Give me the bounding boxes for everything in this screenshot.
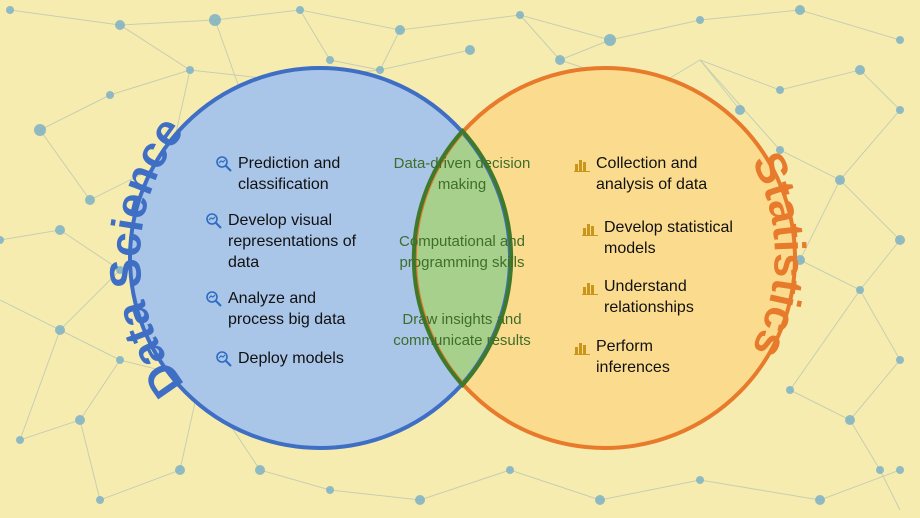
statistics-item-text: Collection and analysis of data (596, 155, 708, 193)
bar-chart-icon (582, 283, 598, 295)
data-science-item-2: Develop visual representations of data (206, 210, 366, 273)
statistics-item-text: Perform inferences (596, 338, 670, 376)
statistics-item-text: Develop statistical models (604, 219, 733, 257)
statistics-item-1: Collection and analysis of data (574, 153, 724, 195)
statistics-item-2: Develop statistical models (582, 217, 742, 259)
bar-chart-icon (582, 224, 598, 236)
statistics-item-3: Understand relationships (582, 276, 732, 318)
data-science-item-text: Develop visual representations of data (228, 212, 357, 271)
data-science-item-3: Analyze and process big data (206, 288, 371, 330)
bar-chart-icon (574, 343, 590, 355)
statistics-item-4: Perform inferences (574, 336, 714, 378)
intersection-item-1: Data-driven decision making (393, 155, 531, 193)
data-science-item-4: Deploy models (216, 348, 376, 369)
data-science-item-text: Deploy models (238, 350, 344, 367)
magnifier-chart-icon (206, 291, 222, 307)
bar-chart-icon (574, 160, 590, 172)
data-science-item-text: Analyze and process big data (228, 290, 346, 328)
statistics-item-text: Understand relationships (604, 278, 694, 316)
magnifier-chart-icon (216, 351, 232, 367)
magnifier-chart-icon (206, 213, 222, 229)
intersection-item-3: Draw insights and communicate results (393, 311, 531, 349)
data-science-item-text: Prediction and classification (238, 155, 341, 193)
intersection-item-2: Computational and programming skills (399, 233, 525, 271)
data-science-item-1: Prediction and classification (216, 153, 366, 195)
magnifier-chart-icon (216, 156, 232, 172)
intersection-outline (411, 128, 514, 388)
statistics-circle (415, 68, 795, 448)
